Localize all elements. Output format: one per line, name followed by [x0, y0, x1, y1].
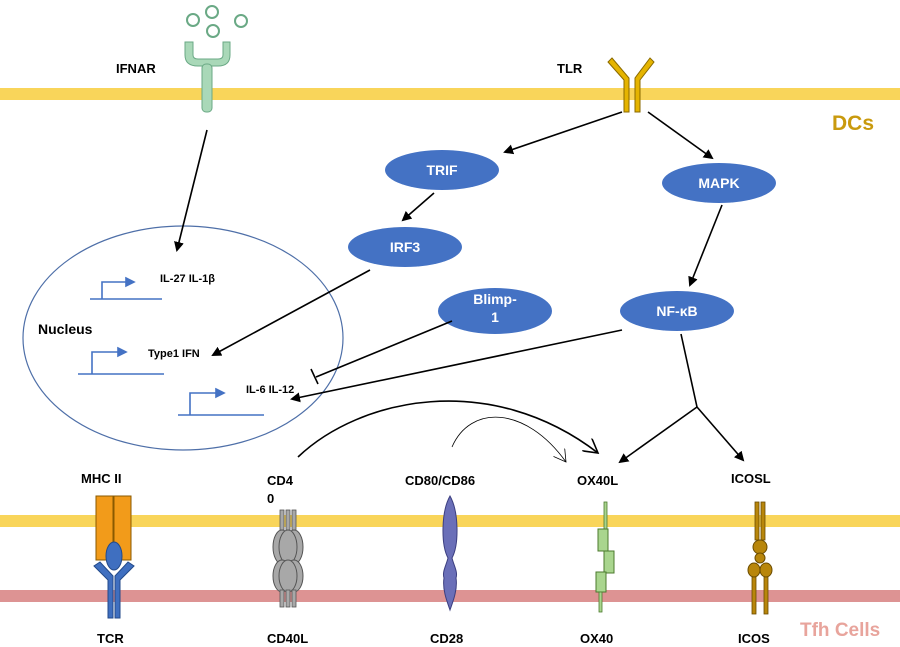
svg-text:NF-κB: NF-κB	[656, 303, 697, 319]
arrow-trif-to-irf3	[401, 192, 435, 222]
ligand-cd40-1: CD4	[267, 473, 294, 488]
receptor-tcr: TCR	[97, 631, 124, 646]
arrow-mapk-to-nfkb	[688, 204, 723, 287]
arrow-tlr-to-mapk	[647, 111, 714, 160]
arrow-cd80-to-ox40l	[451, 416, 566, 462]
gene-il27-il1b: IL-27 IL-1β	[160, 273, 215, 285]
ligand-cd80-cd86: CD80/CD86	[405, 473, 475, 488]
promoter-icon-3	[178, 387, 264, 416]
node-trif: TRIF	[385, 150, 499, 190]
node-irf3: IRF3	[348, 227, 462, 267]
node-blimp1: Blimp- 1	[438, 288, 552, 334]
arrow-tlr-to-trif	[503, 111, 623, 155]
nucleus-boundary	[22, 225, 344, 451]
tfh-label: Tfh Cells	[800, 620, 880, 641]
svg-text:Blimp-: Blimp-	[473, 291, 517, 307]
ligand-cd40-2: 0	[267, 491, 274, 506]
arrow-ifnar-to-nucleus	[174, 129, 208, 252]
gene-type1-ifn: Type1 IFN	[148, 348, 200, 360]
dc-membrane-top	[0, 88, 900, 100]
promoter-icon-1	[90, 276, 162, 300]
ifnar-label: IFNAR	[116, 61, 156, 76]
cd40-cd40l-complex-icon	[272, 509, 304, 608]
arrow-nfkb-to-il6	[290, 329, 623, 403]
receptor-icos: ICOS	[738, 631, 770, 646]
receptor-cd40l: CD40L	[267, 631, 308, 646]
gene-il6-il12: IL-6 IL-12	[246, 384, 294, 396]
receptor-cd28: CD28	[430, 631, 463, 646]
tlr-receptor-icon	[607, 57, 655, 113]
node-mapk: MAPK	[662, 163, 776, 203]
tlr-label: TLR	[557, 61, 583, 76]
arrow-branch-to-icosl	[696, 406, 745, 462]
promoter-icon-2	[78, 346, 164, 375]
svg-text:TRIF: TRIF	[426, 162, 458, 178]
arrow-branch-to-ox40l	[618, 406, 698, 464]
mhc-tcr-complex-icon	[93, 495, 135, 619]
icosl-icos-complex-icon	[747, 501, 773, 615]
ligand-mhc-ii: MHC II	[81, 471, 121, 486]
arrow-cd40-to-ox40l	[297, 400, 598, 458]
pathway-arrows	[174, 111, 745, 464]
svg-text:IRF3: IRF3	[390, 239, 421, 255]
ligand-ox40l: OX40L	[577, 473, 618, 488]
node-nfkb: NF-κB	[620, 291, 734, 331]
branch-nfkb-stem	[680, 333, 698, 408]
ox40l-ox40-complex-icon	[595, 501, 615, 613]
dc-label: DCs	[832, 112, 874, 135]
cd80-cd28-complex-icon	[442, 494, 458, 612]
ifnar-receptor-icon	[184, 5, 248, 113]
arrow-irf3-to-type1ifn	[211, 269, 371, 356]
inhibit-blimp1-to-il6	[315, 320, 453, 378]
nucleus-label: Nucleus	[38, 321, 93, 337]
receptor-ox40: OX40	[580, 631, 613, 646]
ligand-icosl: ICOSL	[731, 471, 771, 486]
inhibit-bar	[310, 368, 319, 385]
svg-text:1: 1	[491, 309, 499, 325]
svg-text:MAPK: MAPK	[698, 175, 739, 191]
